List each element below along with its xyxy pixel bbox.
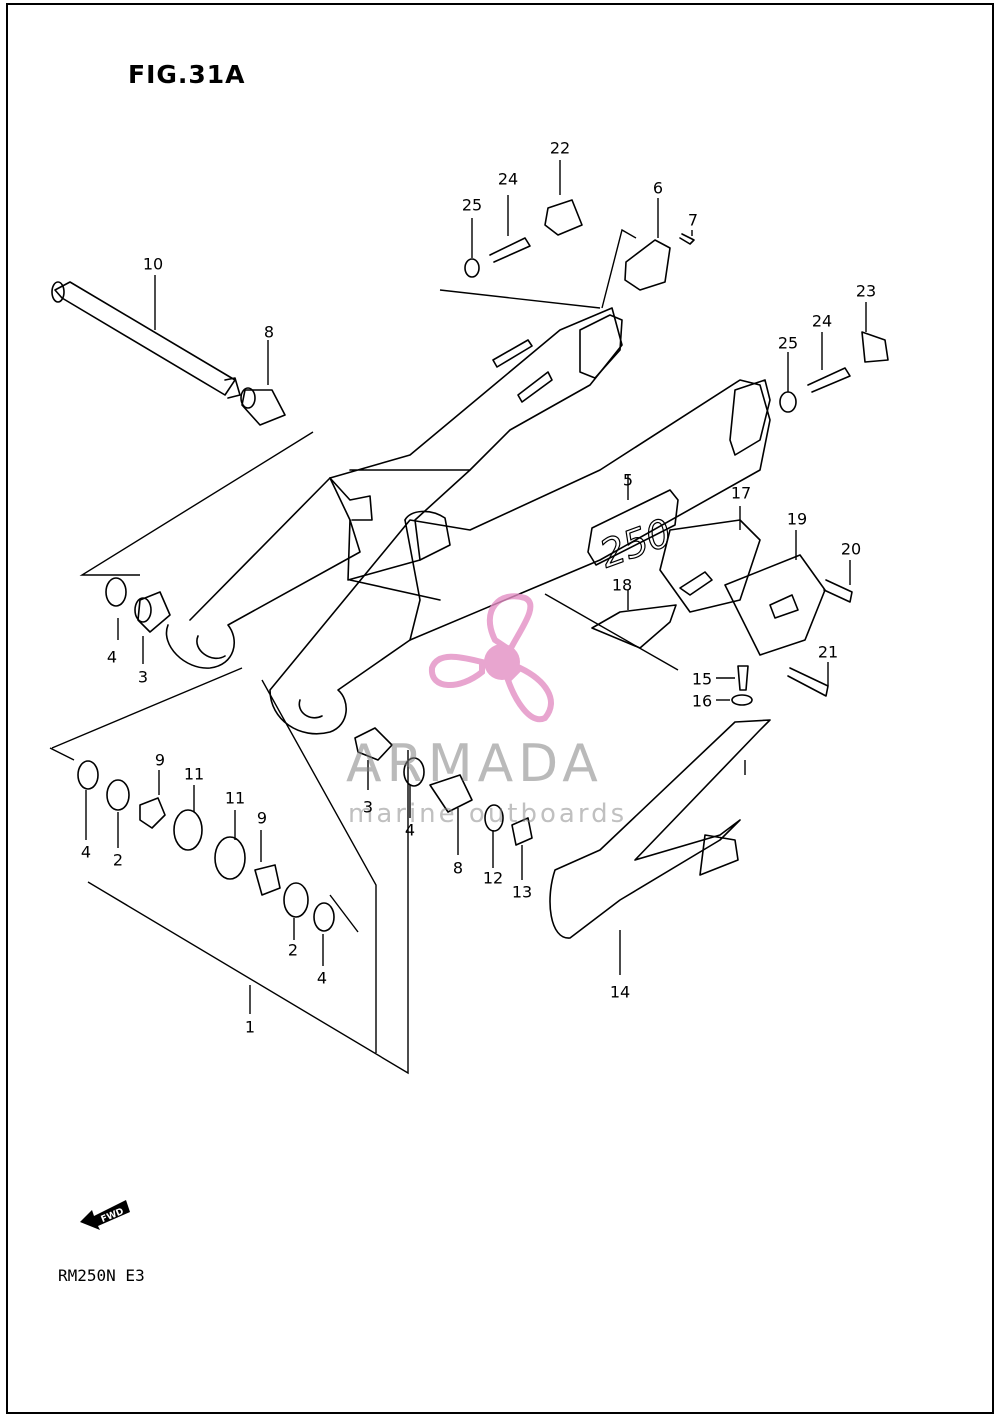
callout-label: 2 [287,940,299,960]
callout-label: 11 [224,788,246,808]
callout-label: 8 [263,322,275,342]
page-border [6,3,994,1414]
callout-label: 20 [840,539,862,559]
callout-label: 6 [652,178,664,198]
watermark-logo-icon [429,593,554,723]
callout-label: 25 [777,333,799,353]
callout-label: 12 [482,868,504,888]
chain-guard [591,604,677,649]
fwd-arrow-icon: FWD [80,1200,130,1230]
figure-title: FIG.31A [128,60,246,89]
callout-label: 23 [855,281,877,301]
chain-slider [549,719,771,939]
watermark-name: ARMADA [346,734,603,794]
callout-label: 3 [362,797,374,817]
model-code: RM250N E3 [58,1266,145,1285]
callout-label: 22 [549,138,571,158]
callout-label: 25 [461,195,483,215]
callout-label: 16 [691,691,713,711]
callout-label: 18 [611,575,633,595]
callout-label: 1 [244,1017,256,1037]
callout-label: 2 [112,850,124,870]
callout-label: 17 [730,483,752,503]
callout-label: 4 [404,820,416,840]
callout-label: 3 [137,667,149,687]
callout-label: 24 [811,311,833,331]
watermark-tagline: marine outboards [348,799,628,829]
callout-label: 24 [497,169,519,189]
swingarm-left-arm [189,307,623,621]
callout-label: 13 [511,882,533,902]
callout-label: 9 [256,808,268,828]
callout-label: 11 [183,764,205,784]
callout-label: 9 [154,750,166,770]
leader-lines [49,160,867,1075]
callout-label: 4 [106,647,118,667]
callout-label: 15 [691,669,713,689]
callout-label: 8 [452,858,464,878]
callout-label: 19 [786,509,808,529]
fwd-label: FWD [100,1207,126,1225]
callout-label: 14 [609,982,631,1002]
chain-guide-plate [659,519,761,613]
callout-label: 21 [817,642,839,662]
decal-250 [587,489,679,566]
callout-label: 7 [687,210,699,230]
callout-label: 4 [316,968,328,988]
callout-label: 5 [622,470,634,490]
callout-label: 4 [80,842,92,862]
callout-label: 10 [142,254,164,274]
pivot-shaft [54,281,236,396]
